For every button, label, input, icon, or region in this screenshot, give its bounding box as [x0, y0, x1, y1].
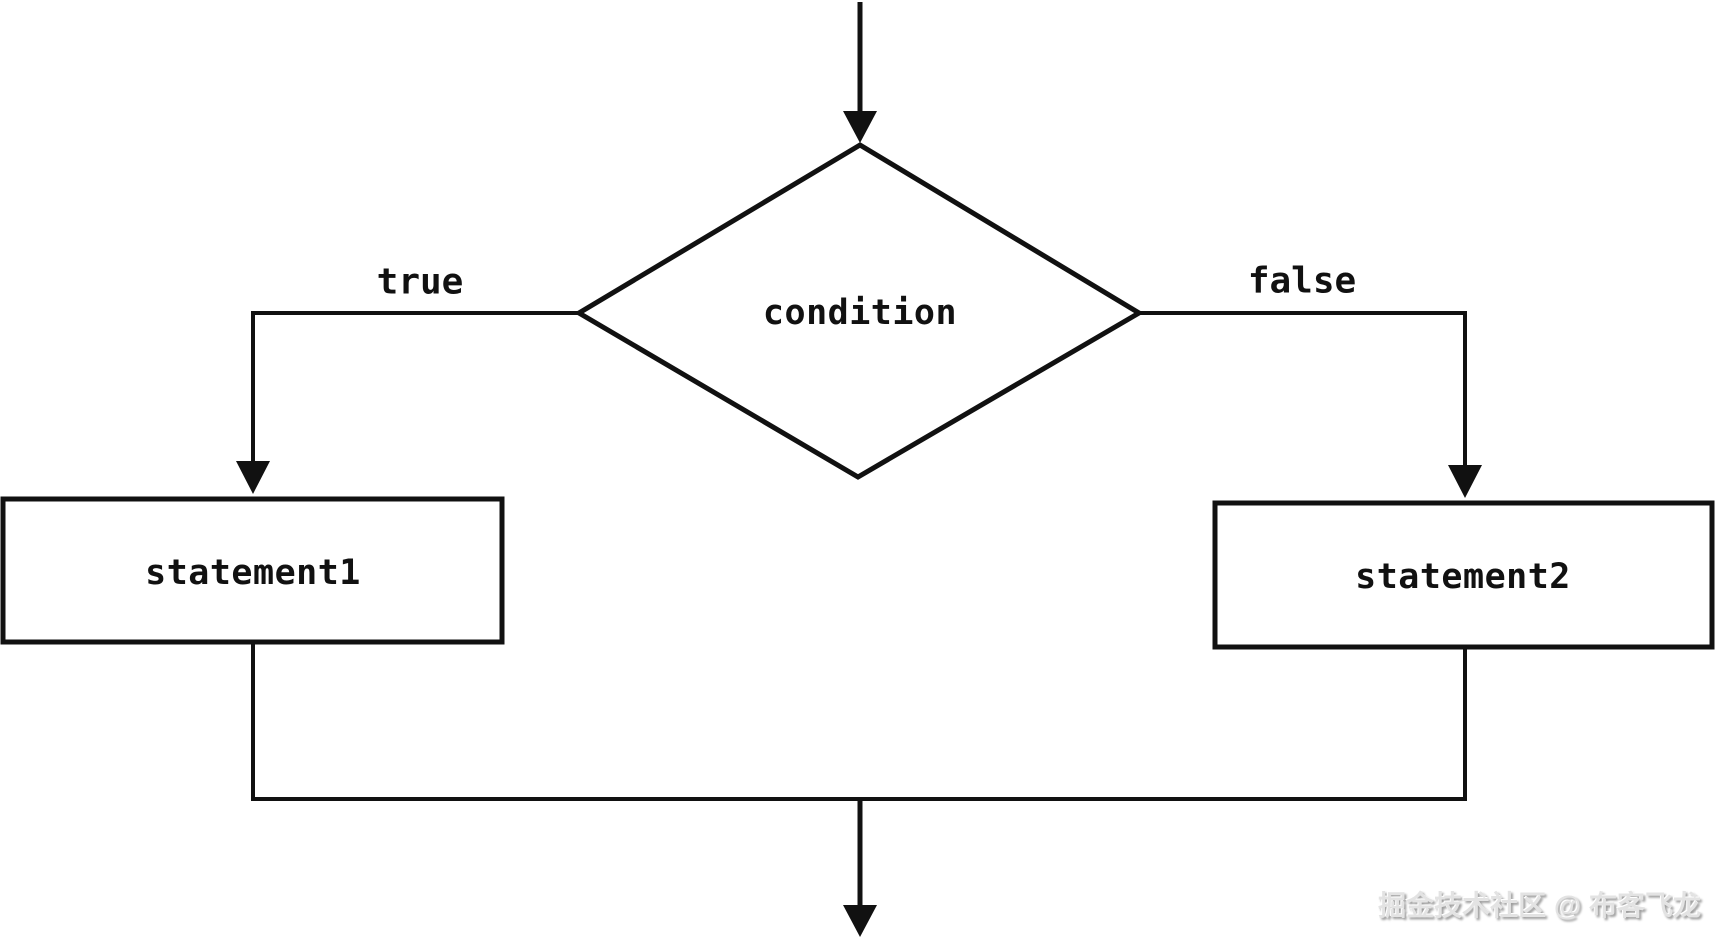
watermark-text: 掘金技术社区 @ 布客飞龙 [1378, 890, 1701, 921]
true-edge-label: true [376, 261, 464, 303]
true-edge-line [251, 311, 579, 463]
condition-node-label: condition [762, 293, 958, 333]
statement2-node-label: statement2 [1355, 557, 1571, 597]
false-edge-line [1139, 311, 1467, 467]
true-arrowhead-icon [236, 461, 270, 494]
end-arrowhead-icon [843, 905, 877, 937]
false-arrowhead-icon [1448, 465, 1482, 498]
statement1-node-label: statement1 [145, 553, 361, 593]
false-edge-label: false [1247, 260, 1357, 302]
start-arrowhead-icon [843, 111, 877, 143]
condition-diamond [574, 142, 1144, 480]
statement1-box [0, 496, 505, 645]
statement2-box [1212, 500, 1715, 650]
